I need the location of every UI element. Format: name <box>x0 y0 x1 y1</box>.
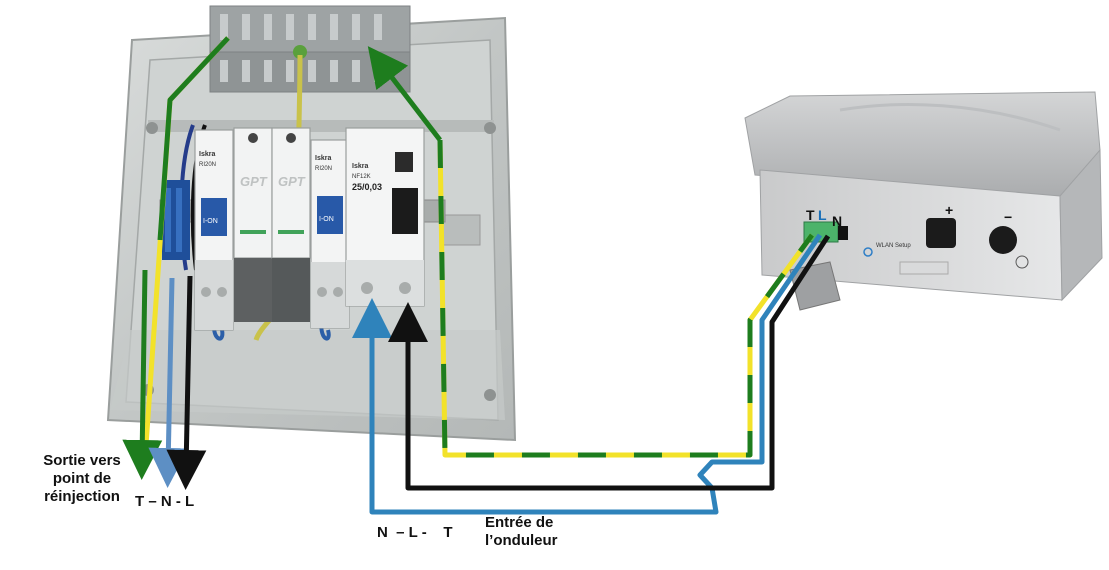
earth-wire-output-green <box>157 36 230 241</box>
label-output-line-1: Sortie vers <box>43 452 121 469</box>
dc-plus-label: + <box>945 202 953 218</box>
neutral-wire-inverter <box>352 233 823 515</box>
label-input-line-1: Entrée de <box>485 514 554 531</box>
terminal-l-label: L <box>818 207 827 223</box>
dc-minus-connector <box>989 226 1017 254</box>
dc-minus-label: − <box>1004 209 1012 225</box>
neutral-arrow-out <box>148 277 189 488</box>
dc-plus-connector <box>926 218 956 248</box>
label-output-line-3: réinjection <box>44 488 120 505</box>
rcd-rating: 25/0,03 <box>352 182 382 192</box>
breaker-toggle <box>201 198 227 236</box>
line-arrow-out <box>166 275 207 490</box>
rcd-brand: Iskra <box>352 163 368 170</box>
breaker-toggle-2 <box>317 196 343 234</box>
label-output-line-2: point de <box>52 470 112 487</box>
breaker-brand-2: Iskra <box>315 155 331 162</box>
wlan-label: WLAN Setup <box>876 243 911 249</box>
surge-protector-1: GPT <box>233 127 273 322</box>
rcd-model: NF12K <box>352 174 371 180</box>
terminal-block <box>209 5 411 93</box>
line-wire-inverter <box>388 234 831 491</box>
rcd-toggle <box>392 188 418 234</box>
wlan-button <box>863 247 873 257</box>
surge-protector-2: GPT <box>271 127 311 322</box>
breaker-ion-label-2: I-ON <box>319 216 334 223</box>
label-input-nlt: N – L - T <box>377 524 453 541</box>
rcd-iskra: Iskra NF12K 25/0,03 <box>345 127 425 307</box>
surge-brand-2: GPT <box>278 174 306 189</box>
earth-wire-inverter-stripes <box>437 139 815 458</box>
label-output-tnl: T – N - L <box>135 493 195 510</box>
breaker-model-2: RI20N <box>315 166 332 172</box>
label-output-to-grid: Sortie vers point de réinjection <box>22 452 142 506</box>
label-input-line-2: l’onduleur <box>485 532 558 549</box>
inverter: T L N + − WLAN Setup <box>744 91 1103 311</box>
surge-brand: GPT <box>240 174 268 189</box>
earth-arrow-out <box>122 269 163 480</box>
breaker-ion-label: I-ON <box>203 218 218 225</box>
rcd-test-button <box>395 152 413 172</box>
label-inverter-input: Entrée de l’onduleur <box>485 514 558 550</box>
breaker-brand: Iskra <box>199 151 215 158</box>
breaker-iskra-1: Iskra RI20N I-ON <box>194 129 234 331</box>
terminal-t-label: T <box>806 207 815 223</box>
terminal-n-label: N <box>832 213 842 229</box>
distribution-comb <box>162 180 190 260</box>
breaker-iskra-2: Iskra RI20N I-ON <box>310 139 350 329</box>
breaker-model: RI20N <box>199 162 216 168</box>
earth-arrow-in <box>367 46 442 142</box>
